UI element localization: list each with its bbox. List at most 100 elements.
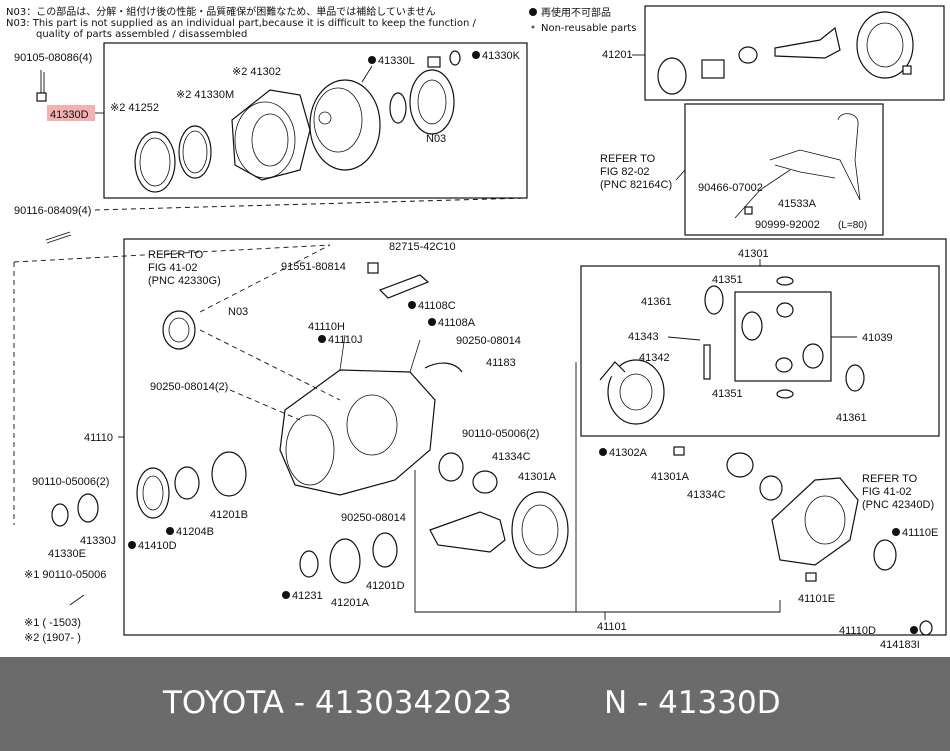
label-41301[interactable]: 41301 xyxy=(738,248,769,260)
label-41252[interactable]: ※2 41252 xyxy=(110,102,159,114)
label-41330J[interactable]: 41330J xyxy=(80,535,116,547)
label-91551-80814[interactable]: 91551-80814 xyxy=(281,261,346,273)
bearing-41334C-b-icon xyxy=(759,475,783,501)
spacer-41231-icon xyxy=(299,550,319,578)
plug-41110D-icon xyxy=(919,620,933,636)
bearing-41301A-a-icon xyxy=(472,470,498,494)
label-90466-07002[interactable]: 90466-07002 xyxy=(698,182,763,194)
seal-41110E-icon xyxy=(873,539,897,571)
label-N03-top[interactable]: N03 xyxy=(426,133,446,145)
label-41110H[interactable]: 41110H xyxy=(308,321,345,333)
label-41351-b[interactable]: 41351 xyxy=(712,388,743,400)
label-41108A[interactable]: 41108A xyxy=(438,317,476,329)
label-refer-41a-1[interactable]: REFER TO xyxy=(148,249,204,261)
rear-cover-41101E-icon xyxy=(771,477,859,566)
gear-41361-a-icon xyxy=(704,285,724,315)
label-41201D[interactable]: 41201D xyxy=(366,580,405,592)
bolt-41302A-icon xyxy=(673,446,685,456)
label-41183[interactable]: 41183 xyxy=(486,357,516,369)
label-90999-92002[interactable]: 90999-92002 xyxy=(755,219,820,231)
label-41302A[interactable]: 41302A xyxy=(609,447,648,459)
differential-carrier-41110-icon xyxy=(279,334,463,496)
label-41533A[interactable]: 41533A xyxy=(778,198,817,210)
label-41361-a[interactable]: 41361 xyxy=(641,296,672,308)
label-41302[interactable]: ※2 41302 xyxy=(232,66,281,78)
label-90116-08409[interactable]: 90116-08409(4) xyxy=(14,205,91,217)
washer-41330E-icon xyxy=(51,503,69,527)
label-41342[interactable]: 41342 xyxy=(639,352,670,364)
legend-reuse-jp: 再使用不可部品 xyxy=(541,6,611,19)
pinion-ring-gear-41101-icon xyxy=(429,491,569,569)
label-41201A[interactable]: 41201A xyxy=(331,597,370,609)
label-90250-08014-b[interactable]: 90250-08014(2) xyxy=(150,381,228,393)
legend-nonreuse: Non-reusable parts xyxy=(541,23,636,34)
note-2: ※2 (1907- ) xyxy=(24,632,81,644)
label-41201[interactable]: 41201 xyxy=(602,49,633,61)
footer-part-number: TOYOTA - 4130342023 xyxy=(163,685,513,721)
pinion-shaft-41342-icon xyxy=(703,344,711,380)
label-41039[interactable]: 41039 xyxy=(862,332,893,344)
washer-41351-a-icon xyxy=(776,276,794,286)
label-41330D[interactable]: 41330D xyxy=(50,109,89,121)
label-90110-05006-b[interactable]: 90110-05006(2) xyxy=(32,476,109,488)
carrier-cover-41302-icon xyxy=(231,89,311,181)
label-41231[interactable]: 41231 xyxy=(292,590,323,602)
bearing-41334C-a-icon xyxy=(438,452,464,482)
bearing-41301A-b-icon xyxy=(726,452,754,478)
label-90110-05006-a[interactable]: 90110-05006(2) xyxy=(462,428,539,440)
label-41410D[interactable]: 41410D xyxy=(138,540,177,552)
label-N03-main[interactable]: N03 xyxy=(228,306,248,318)
label-82715-42C10[interactable]: 82715-42C10 xyxy=(389,241,456,253)
label-41351-a[interactable]: 41351 xyxy=(712,274,743,286)
diagram-id: 414183I xyxy=(880,639,920,651)
bearing-41410D-icon xyxy=(136,467,170,519)
label-90250-08014-c[interactable]: 90250-08014 xyxy=(341,512,406,524)
label-refer-41b-3[interactable]: (PNC 42340D) xyxy=(862,499,934,511)
bearing-41201B-icon xyxy=(211,451,247,497)
label-41110E[interactable]: 41110E xyxy=(902,527,938,539)
label-90105-08086[interactable]: 90105-08086(4) xyxy=(14,52,92,64)
label-41110J[interactable]: 41110J xyxy=(328,334,362,346)
breather-hose-icon xyxy=(734,113,861,219)
cover-assembly-box xyxy=(103,42,528,199)
label-refer-41a-2[interactable]: FIG 41-02 xyxy=(148,262,198,274)
label-41334C-b[interactable]: 41334C xyxy=(687,489,726,501)
label-90250-08014-a[interactable]: 90250-08014 xyxy=(456,335,521,347)
label-refer-82-1[interactable]: REFER TO xyxy=(600,153,656,165)
label-41201B[interactable]: 41201B xyxy=(210,509,248,521)
bracket-82715-icon xyxy=(367,262,430,299)
label-41343[interactable]: 41343 xyxy=(628,331,659,343)
label-41110[interactable]: 41110 xyxy=(84,432,113,444)
bolt-90110-icon xyxy=(69,594,85,606)
label-41330E[interactable]: 41330E xyxy=(48,548,86,560)
label-41334C-a[interactable]: 41334C xyxy=(492,451,531,463)
note-n03-english-1: N03: This part is not supplied as an ind… xyxy=(6,18,476,29)
label-41108C[interactable]: 41108C xyxy=(418,300,456,312)
label-refer-41a-3[interactable]: (PNC 42330G) xyxy=(148,275,221,287)
label-41101E[interactable]: 41101E xyxy=(798,593,835,605)
label-refer-82-3[interactable]: (PNC 82164C) xyxy=(600,179,672,191)
label-41101[interactable]: 41101 xyxy=(597,621,627,633)
label-190110-05006[interactable]: ※1 90110-05006 xyxy=(24,569,106,581)
label-41330K[interactable]: 41330K xyxy=(482,50,521,62)
label-refer-41b-1[interactable]: REFER TO xyxy=(862,473,918,485)
label-90999-length[interactable]: (L=80) xyxy=(838,220,867,231)
ring-gear-box xyxy=(644,5,945,101)
label-41361-b[interactable]: 41361 xyxy=(836,412,867,424)
highlight-41330D xyxy=(47,105,95,121)
label-41301A-a[interactable]: 41301A xyxy=(518,471,557,483)
label-41330L[interactable]: 41330L xyxy=(378,55,415,67)
label-refer-82-2[interactable]: FIG 82-02 xyxy=(600,166,650,178)
label-41204B[interactable]: 41204B xyxy=(176,526,214,538)
seal-41201D-icon xyxy=(372,532,398,568)
label-refer-41b-2[interactable]: FIG 41-02 xyxy=(862,486,912,498)
seal-41252-icon xyxy=(134,131,176,193)
label-41110D[interactable]: 41110D xyxy=(839,625,876,637)
nut-41204B-icon xyxy=(174,466,200,500)
diff-case-icon xyxy=(599,359,665,425)
seal-41330J-icon xyxy=(77,493,99,523)
bullet-icon xyxy=(531,25,535,29)
label-41330M[interactable]: ※2 41330M xyxy=(176,89,234,101)
label-41301A-b[interactable]: 41301A xyxy=(651,471,690,483)
gear-41361-b-icon xyxy=(845,364,865,392)
